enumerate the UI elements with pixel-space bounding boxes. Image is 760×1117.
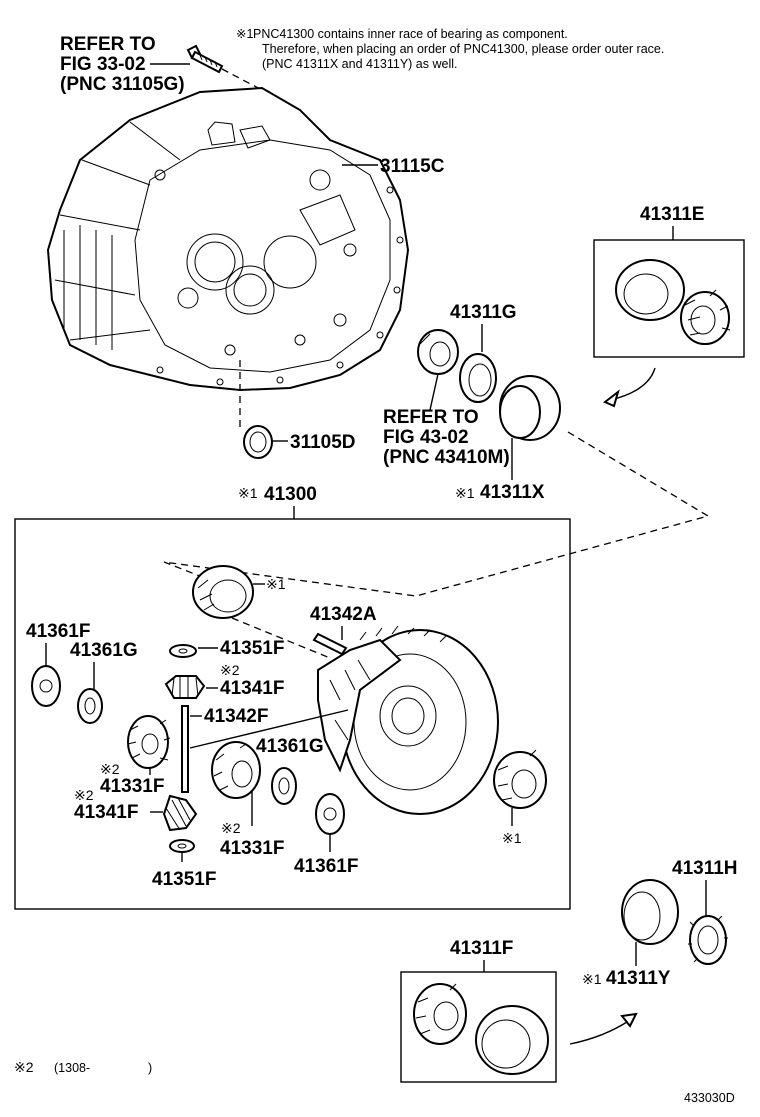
part-41331f-left-label: 41331F — [100, 776, 164, 797]
arrow-head-41311e — [603, 389, 620, 408]
part-41342a-label: 41342A — [310, 604, 377, 625]
part-41311g-label: 41311G — [450, 302, 517, 323]
race-41311y-shim-41311h[interactable]: 41311H ※1 41311Y — [582, 858, 738, 989]
component-note: ※1 PNC41300 contains inner race of beari… — [236, 27, 664, 71]
side-gear-41331f-left[interactable]: ※2 41331F — [100, 715, 171, 797]
mark-41311y: ※1 — [582, 971, 602, 987]
oil-seal-31105d[interactable]: 31105D — [243, 425, 356, 459]
part-41311f-label: 41311F — [450, 938, 513, 959]
arrow-41311f — [569, 1019, 631, 1045]
washer-41361g-right[interactable]: 41361G — [256, 736, 324, 805]
part-41361f-left-label: 41361F — [26, 621, 90, 642]
differential-case-ring-gear[interactable] — [317, 625, 499, 815]
refer2-line-3: (PNC 43410M) — [383, 447, 510, 468]
refer-fig-43-02[interactable]: REFER TO FIG 43-02 (PNC 43410M) — [383, 407, 510, 468]
pinion-41341f-upper[interactable]: ※2 41341F — [164, 662, 284, 699]
note-line-2: Therefore, when placing an order of PNC4… — [262, 42, 664, 56]
figure-id: 433030D — [684, 1091, 735, 1105]
transaxle-case[interactable]: 31115C — [46, 86, 445, 392]
part-31105d-label: 31105D — [290, 432, 356, 453]
note-line-1: PNC41300 contains inner race of bearing … — [253, 27, 568, 41]
washer-41361f-left[interactable]: 41361F — [26, 621, 90, 707]
part-41342f-label: 41342F — [204, 706, 268, 727]
mark-41300: ※1 — [238, 485, 258, 501]
part-41311y-label: 41311Y — [606, 968, 671, 989]
part-41331f-right-label: 41331F — [220, 838, 284, 859]
part-41361g-left-label: 41361G — [70, 640, 138, 661]
refer-fig-33-02[interactable]: REFER TO FIG 33-02 (PNC 31105G) — [60, 34, 190, 95]
bearing-box-41311e[interactable]: 41311E — [593, 204, 745, 358]
part-41361f-right-label: 41361F — [294, 856, 358, 877]
note-line-3: (PNC 41311X and 41311Y) as well. — [262, 57, 457, 71]
differential-assembly-box — [14, 518, 571, 910]
mark-41331f-right: ※2 — [221, 820, 241, 836]
outer-race-41311x[interactable]: ※1 41311X — [455, 375, 561, 503]
refer2-line-2: FIG 43-02 — [383, 427, 469, 448]
refer1-line-1: REFER TO — [60, 34, 156, 55]
washer-41361f-right[interactable]: 41361F — [294, 793, 358, 877]
part-41300-label[interactable]: 41300 — [264, 484, 317, 505]
part-41351f-upper-label: 41351F — [220, 638, 284, 659]
part-31115c-label: 31115C — [380, 156, 445, 177]
mark-41341f-lower: ※2 — [74, 787, 94, 803]
bearing-cone-lower[interactable]: ※1 — [493, 749, 547, 846]
seal-41311g[interactable]: 41311G — [417, 302, 517, 411]
mark-41341f-upper: ※2 — [220, 662, 240, 678]
mark-41311x: ※1 — [455, 485, 475, 501]
washer-41351f-upper[interactable]: 41351F — [169, 638, 284, 659]
part-41311x-label: 41311X — [480, 482, 545, 503]
part-41351f-lower-label: 41351F — [152, 869, 216, 890]
footnote-close: ) — [148, 1061, 152, 1075]
refer2-line-1: REFER TO — [383, 407, 479, 428]
part-41341f-upper-label: 41341F — [220, 678, 284, 699]
side-gear-41331f-right[interactable]: ※2 41331F — [211, 741, 284, 859]
washer-41361g-left[interactable]: 41361G — [70, 640, 138, 724]
part-41311e-label: 41311E — [640, 204, 704, 225]
refer1-line-2: FIG 33-02 — [60, 54, 146, 75]
footnote-mark: ※2 — [14, 1059, 34, 1075]
shaft-41342f[interactable]: 41342F — [181, 705, 268, 793]
footnote-text: (1308- — [54, 1061, 90, 1075]
washer-41351f-lower[interactable]: 41351F — [152, 839, 216, 890]
refer1-line-3: (PNC 31105G) — [60, 74, 185, 95]
bearing-box-41311f[interactable]: 41311F — [400, 938, 557, 1083]
bolt-31105g[interactable] — [186, 44, 263, 91]
pin-41342a[interactable]: 41342A — [310, 604, 377, 656]
arrow-head-41311f — [620, 1012, 638, 1028]
part-41361g-right-label: 41361G — [256, 736, 324, 757]
mark-41331f-left: ※2 — [100, 761, 120, 777]
note-mark: ※1 — [236, 27, 253, 41]
pinion-41341f-lower[interactable]: ※2 41341F — [74, 787, 198, 832]
part-41341f-lower-label: 41341F — [74, 802, 138, 823]
bearing-cone-upper[interactable]: ※1 — [192, 565, 286, 619]
footnote-applicability: ※2 (1308- ) — [14, 1059, 152, 1075]
mark-lower-bearing: ※1 — [502, 830, 522, 846]
mark-upper-bearing: ※1 — [266, 576, 286, 592]
part-41311h-label: 41311H — [672, 858, 738, 879]
